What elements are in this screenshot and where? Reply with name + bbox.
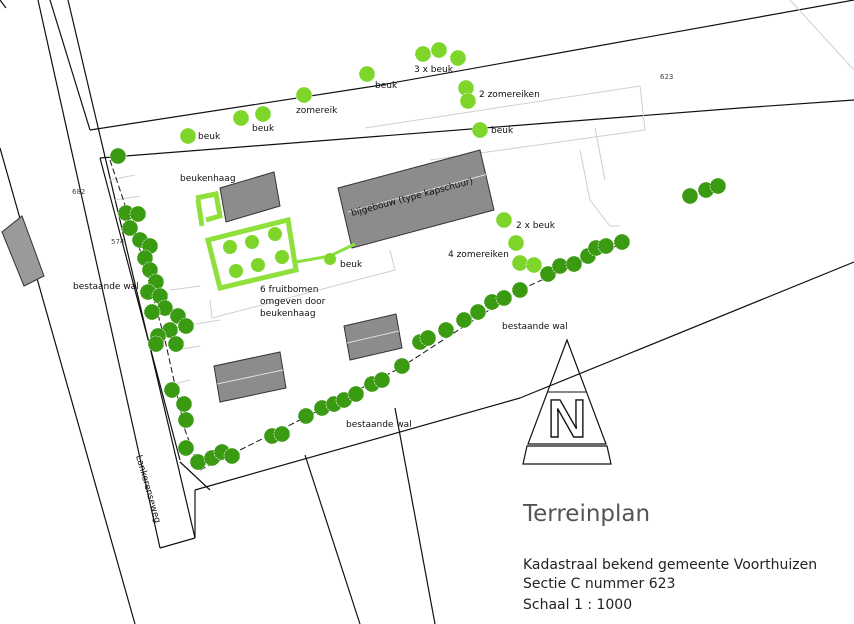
tree-60 [511, 281, 529, 299]
label-2-zomereiken: 2 zomereiken [479, 90, 540, 100]
tree-18 [129, 205, 147, 223]
map-title: Terreinplan [522, 501, 650, 527]
info-line-2: Sectie C nummer 623 [523, 576, 675, 592]
tree-3 [232, 109, 250, 127]
bijgebouw-building [337, 149, 495, 249]
tree-12 [471, 121, 489, 139]
tree-6 [358, 65, 376, 83]
tree-11 [459, 92, 477, 110]
tree-49 [347, 385, 365, 403]
label-zomereik: zomereik [296, 106, 338, 116]
tree-62 [551, 257, 569, 275]
tree-56 [455, 311, 473, 329]
label-wal-bottom: bestaande wal [346, 420, 412, 430]
label-beuk-2: beuk [252, 124, 275, 134]
tree-30 [177, 317, 195, 335]
roadside-building [1, 215, 45, 287]
tree-52 [393, 357, 411, 375]
north-arrow: N [522, 338, 612, 465]
title-block: Terreinplan Kadastraal bekend gemeente V… [522, 501, 817, 613]
info-line-1: Kadastraal bekend gemeente Voorthuizen [523, 557, 817, 573]
shed-top [219, 171, 281, 223]
tree-5 [295, 86, 313, 104]
tree-36 [175, 395, 193, 413]
label-beukenhaag: beukenhaag [180, 174, 236, 184]
tree-45 [297, 407, 315, 425]
tree-8 [430, 41, 448, 59]
tree-38 [177, 439, 195, 457]
label-fruitbomen-3: beukenhaag [260, 309, 316, 319]
label-3x-beuk: 3 x beuk [414, 65, 454, 75]
tree-14 [507, 234, 525, 252]
tree-54 [419, 329, 437, 347]
tree-61 [539, 265, 557, 283]
tree-13 [495, 211, 513, 229]
label-fruitbomen-1: 6 fruitbomen [260, 285, 318, 295]
tree-15 [511, 254, 529, 272]
north-arrow-letter: N [548, 389, 587, 449]
tree-44 [273, 425, 291, 443]
label-beuk-4: beuk [491, 126, 514, 136]
tree-63 [565, 255, 583, 273]
tree-67 [613, 233, 631, 251]
label-wal-right: bestaande wal [502, 322, 568, 332]
tree-57 [469, 303, 487, 321]
tree-9 [449, 49, 467, 67]
tree-33 [167, 335, 185, 353]
road-name-label: Lankerenseweg [133, 454, 162, 524]
buildings [213, 149, 495, 403]
parcel-number-682: 682 [72, 188, 85, 196]
tree-37 [177, 411, 195, 429]
label-2x-beuk: 2 x beuk [516, 221, 556, 231]
label-fruitbomen-2: omgeven door [260, 297, 326, 307]
tree-34 [147, 335, 165, 353]
tree-70 [709, 177, 727, 195]
tree-28 [143, 303, 161, 321]
tree-1 [109, 147, 127, 165]
tree-51 [373, 371, 391, 389]
faint-lines [109, 0, 854, 386]
label-4-zomereiken: 4 zomereiken [448, 250, 509, 260]
fruit-trees [223, 227, 336, 278]
info-line-3: Schaal 1 : 1000 [523, 597, 632, 613]
tree-35 [163, 381, 181, 399]
tree-4 [254, 105, 272, 123]
tree-42 [223, 447, 241, 465]
tree-66 [597, 237, 615, 255]
label-beuk-5: beuk [340, 260, 363, 270]
tree-68 [681, 187, 699, 205]
tree-59 [495, 289, 513, 307]
label-beuk-3: beuk [375, 81, 398, 91]
tree-2 [179, 127, 197, 145]
trees-layer [109, 41, 727, 471]
beukenhaag-hedges [195, 191, 356, 292]
tree-16 [525, 256, 543, 274]
label-wal-left: bestaande wal [73, 282, 139, 292]
tree-7 [414, 45, 432, 63]
parcel-number-574: 574 [111, 238, 125, 246]
tree-39 [189, 453, 207, 471]
label-beuk-1: beuk [198, 132, 221, 142]
tree-19 [121, 219, 139, 237]
tree-55 [437, 321, 455, 339]
parcel-number-623: 623 [660, 73, 673, 81]
